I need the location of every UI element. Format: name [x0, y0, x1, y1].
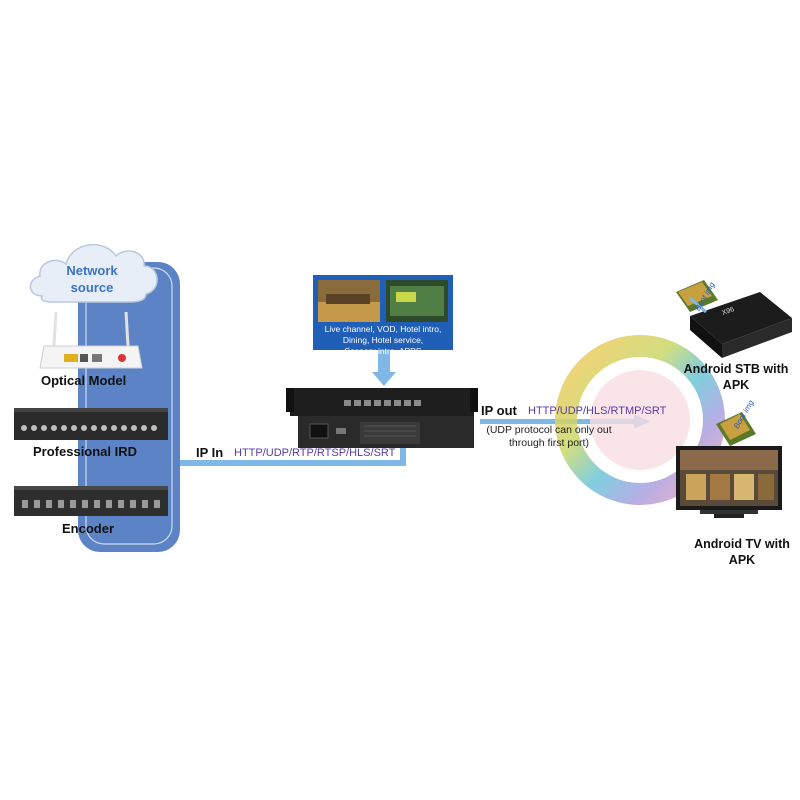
encoder-rack-icon [14, 486, 168, 516]
iptv-server-icon [286, 388, 478, 448]
screen-box-arrow [372, 350, 396, 386]
stb-arrow [689, 296, 707, 314]
source-label-encoder: Encoder [62, 521, 115, 536]
ip-out-protocols: HTTP/UDP/HLS/RTMP/SRT [528, 405, 667, 417]
ird-rack-icon [14, 408, 168, 440]
stb-boot-image [676, 280, 718, 312]
screen-box [313, 275, 453, 350]
cloud-label: Network source [66, 263, 118, 295]
android-tv-icon [676, 446, 782, 518]
stb-label: Android STB with APK [683, 362, 789, 392]
ip-in-label: IP In [196, 445, 224, 460]
cloud-icon [29, 243, 158, 303]
optical-modem-icon [39, 311, 143, 369]
ip-out-label: IP out [481, 403, 517, 418]
tv-label: Android TV with APK [694, 537, 790, 567]
ip-in-protocols: HTTP/UDP/RTP/RTSP/HLS/SRT [234, 447, 396, 459]
source-panel [78, 262, 180, 552]
ring-center [590, 370, 690, 470]
source-label-ird: Professional IRD [33, 444, 138, 459]
screen-box-text: Live channel, VOD, Hotel intro, Dining, … [324, 324, 442, 356]
tv-boot-image [716, 412, 756, 446]
source-label-optical: Optical Model [41, 373, 127, 388]
distribution-ring [555, 335, 725, 505]
ip-out-note: (UDP protocol can only out through first… [486, 424, 612, 449]
android-stb-icon [690, 292, 792, 358]
